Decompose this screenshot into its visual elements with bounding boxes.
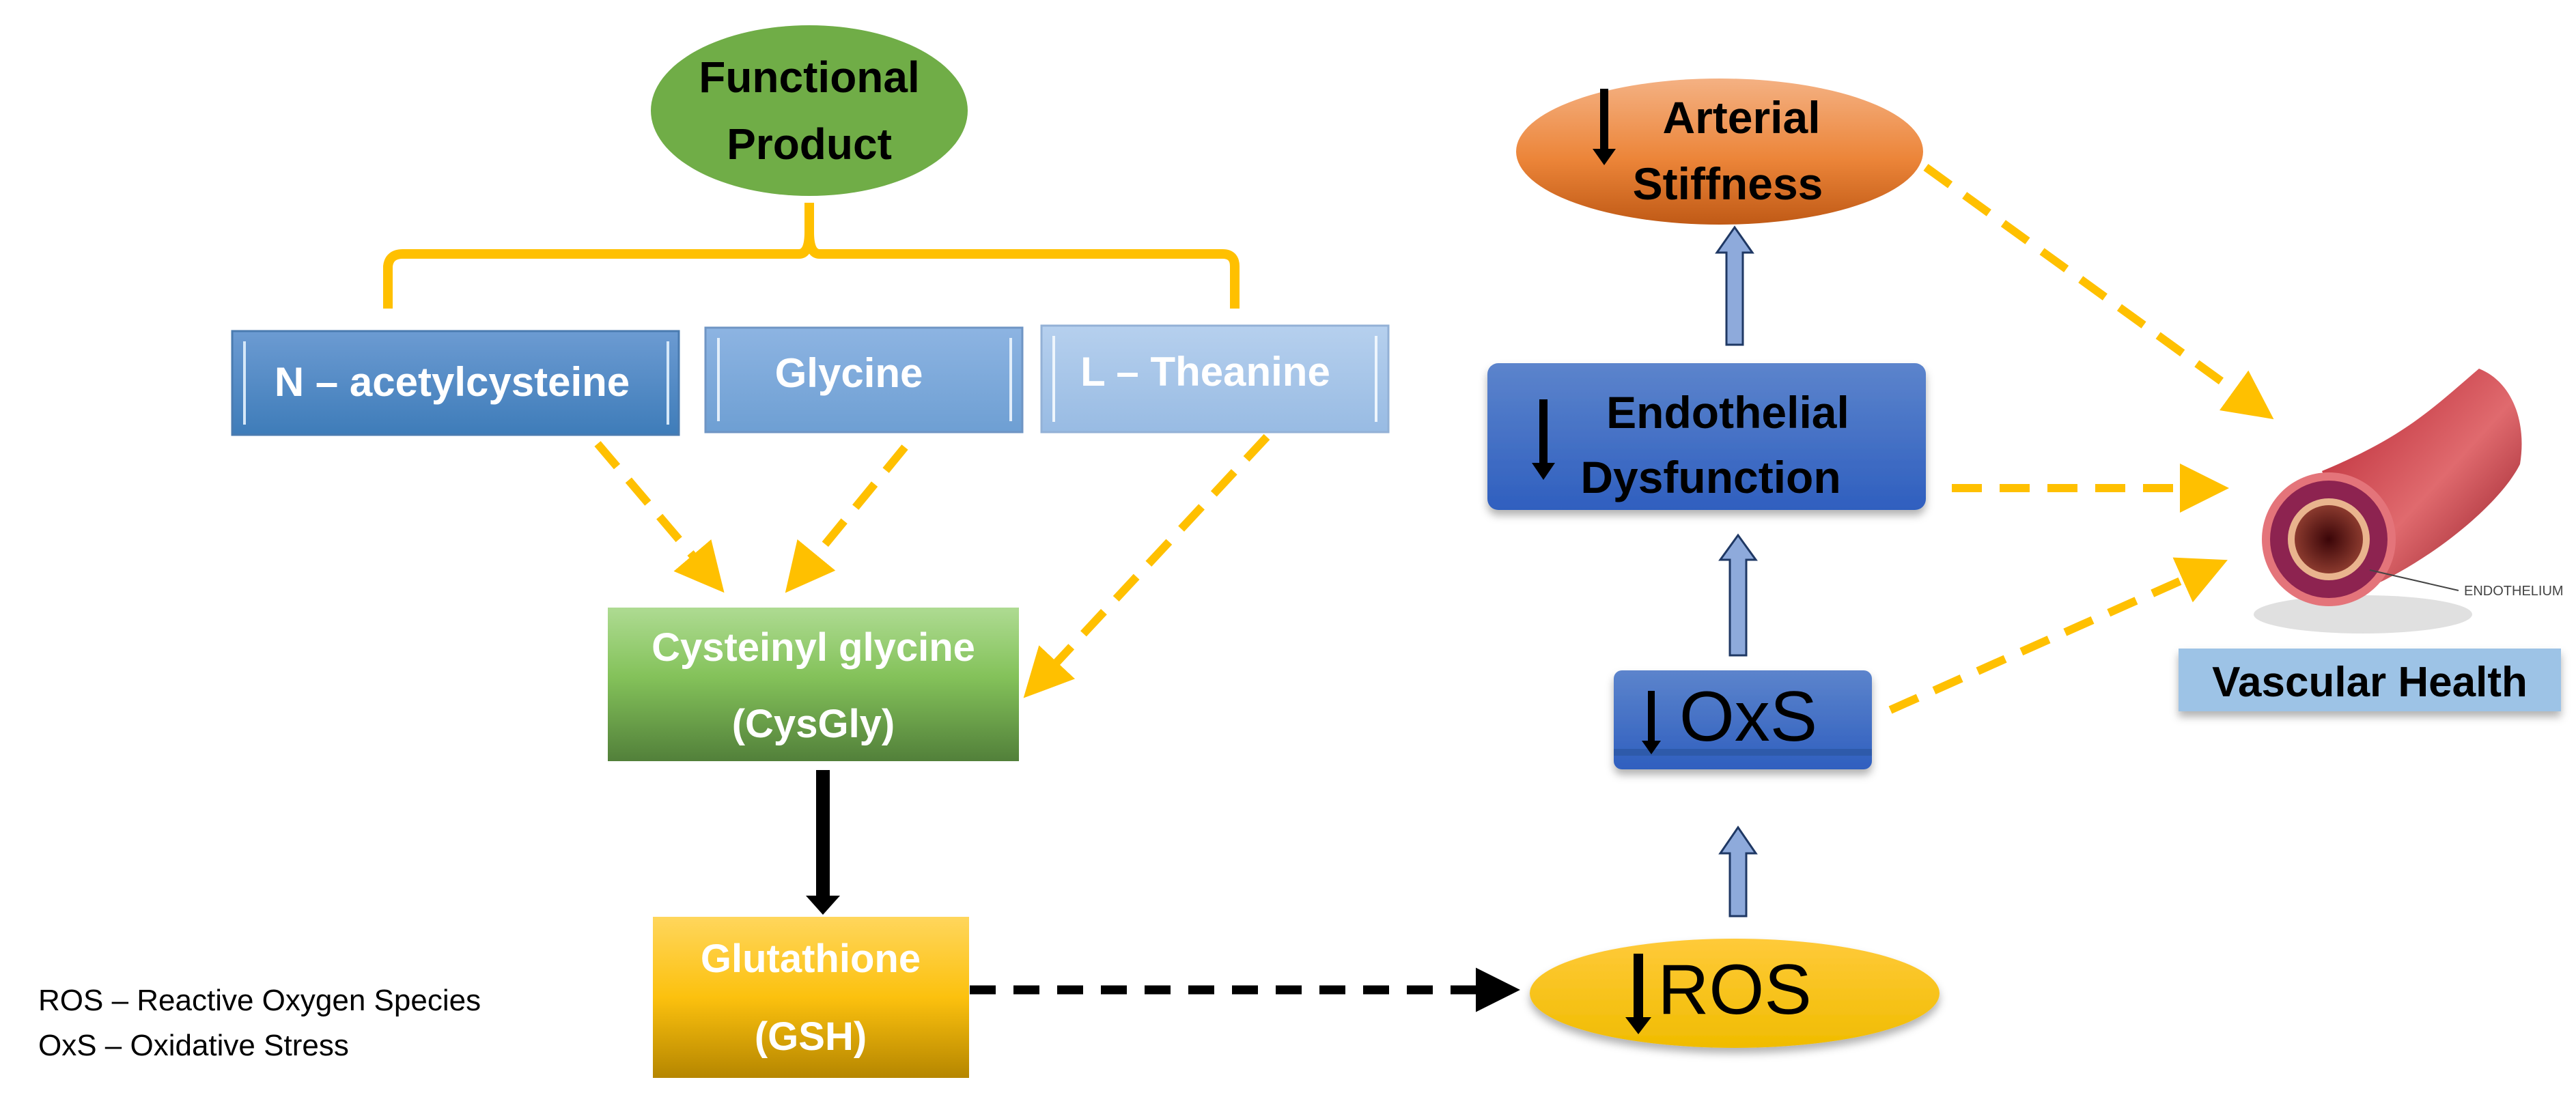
down-arrow-icon (1642, 691, 1661, 754)
endothelial-dysfunction-node (1487, 363, 1926, 510)
down-arrow-icon (1532, 399, 1555, 480)
ingredient-box-nac: N – acetylcysteine (231, 330, 680, 436)
oxs-node (1614, 670, 1872, 769)
arterial-stiffness-node (1516, 79, 1923, 225)
arrow-nac-to-cysgly (594, 441, 725, 593)
arrow-cysgly-to-gsh (806, 770, 840, 915)
functional-product-line1: Functional (699, 53, 920, 102)
endothelium-annotation: ENDOTHELIUM (2464, 584, 2564, 599)
arrow-arterial-to-vessel (1923, 164, 2274, 420)
down-arrow-icon (1625, 954, 1651, 1034)
oxs-label: OxS (1679, 677, 1817, 756)
arrow-oxs-to-vessel (1888, 557, 2228, 714)
functional-product-line2: Product (727, 119, 892, 169)
vascular-health-caption (2179, 649, 2561, 711)
glutathione-line1: Glutathione (701, 937, 921, 981)
grouping-bracket (383, 203, 1240, 309)
ingredient-glycine-label: Glycine (775, 350, 923, 396)
cysgly-line1: Cysteinyl glycine (652, 625, 975, 670)
glutathione-node: Glutathione (GSH) (653, 917, 969, 1078)
cysgly-line2: (CysGly) (732, 702, 895, 746)
ros-label: ROS (1657, 950, 1811, 1029)
vascular-health-label: Vascular Health (2212, 659, 2528, 706)
arrow-oxs-to-endothelial (1718, 533, 1758, 657)
blood-vessel-icon: ENDOTHELIUM (2254, 369, 2564, 634)
abbreviation-legend: ROS – Reactive Oxygen Species OxS – Oxid… (38, 984, 481, 1062)
ingredient-box-glycine: Glycine (704, 326, 1024, 433)
glutathione-line2: (GSH) (755, 1014, 867, 1059)
arrow-ros-to-oxs (1718, 825, 1758, 917)
legend-ros: ROS – Reactive Oxygen Species (38, 984, 481, 1017)
cysgly-node: Cysteinyl glycine (CysGly) (608, 608, 1019, 761)
ingredient-box-theanine: L – Theanine (1040, 324, 1390, 433)
ingredient-nac-label: N – acetylcysteine (275, 359, 630, 405)
endothelial-line1: Endothelial (1606, 387, 1849, 438)
functional-product-node: Functional Product (651, 25, 968, 196)
arrow-endothelial-to-arterial (1715, 225, 1754, 346)
down-arrow-icon (1593, 89, 1616, 165)
arterial-line2: Stiffness (1633, 158, 1823, 209)
endothelial-line2: Dysfunction (1580, 452, 1840, 502)
arterial-line1: Arterial (1662, 92, 1820, 143)
legend-oxs: OxS – Oxidative Stress (38, 1029, 349, 1062)
arrow-glycine-to-cysgly (785, 444, 908, 593)
ingredient-theanine-label: L – Theanine (1080, 349, 1330, 395)
arrow-theanine-to-cysgly (1023, 433, 1270, 698)
